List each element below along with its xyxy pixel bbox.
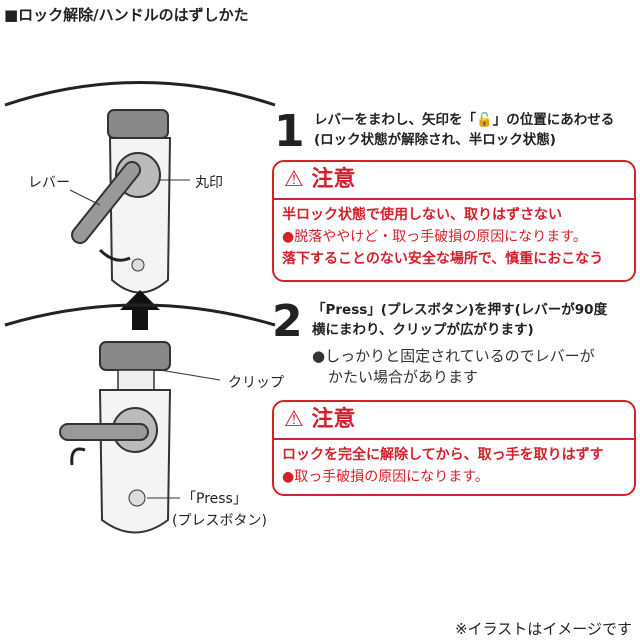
press-sub-label: (プレスボタン) [172,513,267,529]
leader-line [159,369,221,381]
press-button-top [131,258,145,272]
handle-top-cap [107,109,169,139]
step2-line1: 「Press」(プレスボタン)を押す(レバーが90度 [312,302,608,318]
step2-line2: 横にまわり、クリップが広がります) [312,322,534,338]
caution1-header: ⚠ 注意 [274,162,634,200]
step2-note2: かたい場合があります [328,368,479,386]
step2-text: 「Press」(プレスボタン)を押す(レバーが90度 横にまわり、クリップが広が… [312,300,607,340]
step2-note: ●しっかりと固定されているのでレバーが かたい場合があります [312,346,595,388]
caution1-body: 半ロック状態で使用しない、取りはずさない ●脱落ややけど・取っ手破損の原因になり… [274,200,634,274]
leader-line [69,189,101,206]
caution1-line3: 落下することのない安全な場所で、慎重におこなう [282,251,604,267]
warning-icon: ⚠ [284,167,304,192]
press-label: 「Press」 [182,491,247,507]
pan-rim-top [4,81,276,107]
pan-rim-bottom [4,303,276,327]
caution1-line1: 半ロック状態で使用しない、取りはずさない [282,207,562,223]
marker-label: 丸印 [195,175,223,191]
caution2-line2: ●取っ手破損の原因になります。 [282,469,489,485]
warning-icon: ⚠ [284,407,304,432]
step2-note1: ●しっかりと固定されているのでレバーが [312,347,595,365]
caution2-line1: ロックを完全に解除してから、取っ手を取りはずす [282,447,604,463]
clip-label: クリップ [228,375,284,391]
step1-number: 1 [274,106,305,157]
press-button [128,489,146,507]
caution1-heading: 注意 [311,167,356,192]
rotate-arrow-icon [98,248,131,262]
caution-box-1: ⚠ 注意 半ロック状態で使用しない、取りはずさない ●脱落ややけど・取っ手破損の… [272,160,636,282]
caution-box-2: ⚠ 注意 ロックを完全に解除してから、取っ手を取りはずす ●取っ手破損の原因にな… [272,400,636,496]
caution1-line2: ●脱落ややけど・取っ手破損の原因になります。 [282,229,587,245]
footer-note: ※イラストはイメージです [455,620,632,638]
step1-text: レバーをまわし、矢印を「🔓」の位置にあわせる (ロック状態が解除され、半ロック状… [314,110,614,150]
lever-label: レバー [28,175,70,191]
caution2-body: ロックを完全に解除してから、取っ手を取りはずす ●取っ手破損の原因になります。 [274,440,634,492]
arrow-up-icon [120,290,160,330]
handle-illustration [4,81,276,534]
caution2-heading: 注意 [311,407,356,432]
caution2-header: ⚠ 注意 [274,402,634,440]
lever [73,163,139,242]
clip [117,369,155,391]
step1-line2: (ロック状態が解除され、半ロック状態) [314,132,556,148]
step1-line1: レバーをまわし、矢印を「🔓」の位置にあわせる [314,112,615,128]
page-title: ■ロック解除/ハンドルのはずしかた [4,6,249,24]
handle-bottom-cap [99,341,171,371]
rotate-arrow-icon [70,447,86,466]
step2-number: 2 [272,296,303,347]
